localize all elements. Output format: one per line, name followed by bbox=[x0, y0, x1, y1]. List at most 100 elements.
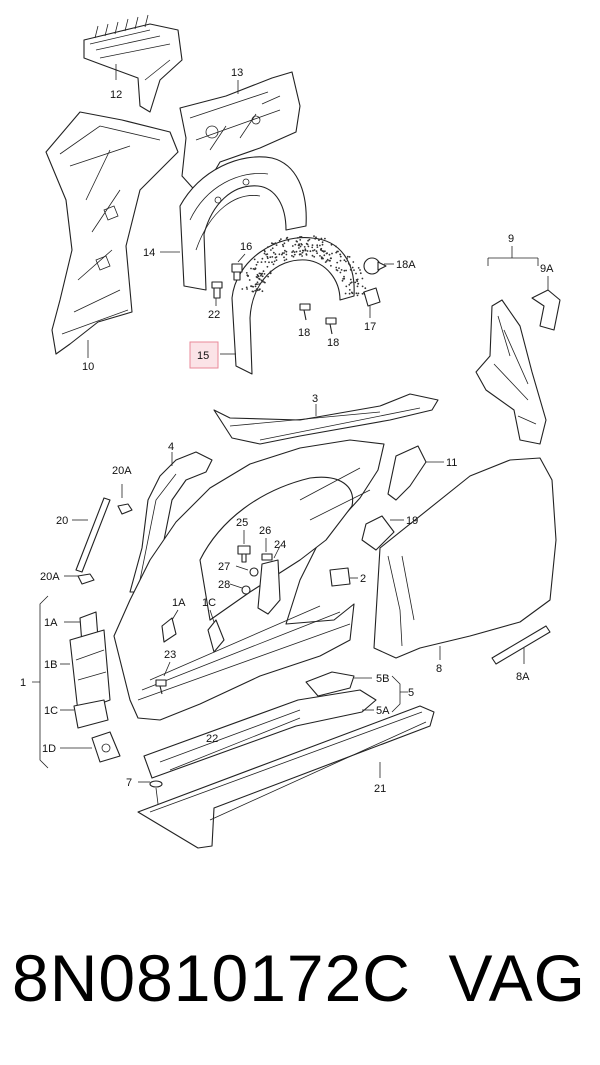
clip-17 bbox=[363, 287, 381, 307]
stipple-dot bbox=[299, 245, 302, 248]
stipple-dot bbox=[307, 239, 309, 242]
stipple-dot bbox=[303, 246, 306, 248]
stipple-dot bbox=[351, 266, 354, 269]
nut-27 bbox=[249, 567, 259, 577]
stipple-dot bbox=[275, 244, 278, 247]
stipple-dot bbox=[255, 288, 258, 291]
stipple-dot bbox=[313, 255, 316, 258]
stipple-dot bbox=[268, 261, 270, 264]
stipple-dot bbox=[258, 283, 260, 285]
stipple-dot bbox=[247, 275, 249, 277]
stipple-dot bbox=[256, 281, 259, 284]
stipple-dot bbox=[343, 275, 345, 278]
callout-9: 9 bbox=[508, 233, 514, 245]
stipple-dot bbox=[340, 269, 343, 271]
stipple-dot bbox=[346, 255, 349, 258]
part-1C bbox=[73, 699, 109, 729]
group-1-bracket bbox=[32, 595, 49, 769]
stipple-dot bbox=[262, 270, 265, 273]
stipple-dot bbox=[285, 250, 288, 253]
part-21 bbox=[137, 705, 435, 849]
callout-18-left: 18 bbox=[298, 327, 310, 339]
stipple-dot bbox=[347, 262, 350, 265]
stipple-dot bbox=[292, 250, 295, 252]
stipple-dot bbox=[321, 243, 324, 246]
stipple-dot bbox=[311, 254, 314, 257]
stipple-dot bbox=[348, 283, 351, 286]
stipple-dot bbox=[311, 246, 314, 249]
stipple-dot bbox=[324, 237, 326, 240]
stipple-dot bbox=[338, 267, 340, 269]
callout-labels: 12 13 14 16 18A 22 18 18 17 15 10 9 9A 3… bbox=[20, 67, 554, 795]
callout-1C: 1C bbox=[44, 705, 58, 717]
stipple-dot bbox=[270, 249, 272, 251]
stipple-dot bbox=[274, 242, 277, 245]
stipple-dot bbox=[291, 245, 294, 247]
callout-16: 16 bbox=[240, 241, 252, 253]
callout-18-right: 18 bbox=[327, 337, 339, 349]
stipple-dot bbox=[357, 292, 360, 295]
stipple-dot bbox=[241, 288, 244, 290]
stipple-dot bbox=[361, 285, 364, 288]
part-9A bbox=[531, 289, 561, 331]
stipple-dot bbox=[281, 252, 284, 255]
plug-18A bbox=[363, 257, 387, 275]
stipple-dot bbox=[275, 259, 278, 261]
stipple-dot bbox=[245, 272, 248, 274]
callout-27: 27 bbox=[218, 561, 230, 573]
part-19 bbox=[361, 515, 395, 551]
stipple-dot bbox=[292, 255, 295, 258]
stipple-dot bbox=[250, 267, 252, 270]
stipple-dot bbox=[328, 253, 331, 256]
stipple-dot bbox=[281, 253, 283, 256]
stipple-dot bbox=[298, 236, 301, 239]
stipple-dot bbox=[349, 278, 352, 281]
side-frame bbox=[113, 439, 385, 721]
stipple-dot bbox=[321, 241, 324, 244]
fastener-22-upper bbox=[211, 281, 223, 299]
stipple-dot bbox=[357, 282, 360, 285]
stipple-dot bbox=[344, 292, 347, 295]
stipple-dot bbox=[336, 250, 338, 253]
callout-5B: 5B bbox=[376, 673, 389, 685]
callout-1: 1 bbox=[20, 677, 26, 689]
stipple-dot bbox=[349, 282, 352, 284]
stipple-dot bbox=[258, 277, 260, 280]
stipple-dot bbox=[271, 256, 274, 258]
part-11 bbox=[387, 445, 427, 501]
stipple-dot bbox=[266, 253, 269, 256]
stipple-dot bbox=[335, 266, 338, 269]
stipple-dot bbox=[308, 238, 311, 241]
callout-26: 26 bbox=[259, 525, 271, 537]
callout-7: 7 bbox=[126, 777, 132, 789]
stipple-dot bbox=[326, 252, 328, 255]
stipple-dot bbox=[348, 289, 351, 291]
callout-20A-top: 20A bbox=[112, 465, 132, 477]
part-10 bbox=[45, 111, 179, 355]
stipple-dot bbox=[263, 252, 266, 255]
part-1D bbox=[91, 731, 121, 763]
stipple-dot bbox=[267, 246, 269, 248]
stipple-dot bbox=[263, 281, 265, 283]
stipple-dot bbox=[335, 245, 337, 248]
stipple-dot bbox=[350, 291, 353, 294]
stipple-dot bbox=[346, 257, 348, 260]
part-1A-right bbox=[161, 617, 177, 643]
stipple-dot bbox=[316, 252, 318, 255]
stipple-dot bbox=[287, 239, 290, 242]
stipple-dot bbox=[299, 239, 302, 241]
stipple-dot bbox=[339, 253, 341, 256]
stipple-dot bbox=[309, 250, 312, 253]
stipple-dot bbox=[345, 260, 347, 263]
stipple-dot bbox=[361, 277, 364, 280]
stipple-dot bbox=[326, 258, 329, 261]
stipple-dot bbox=[348, 292, 351, 295]
stipple-dot bbox=[341, 279, 344, 282]
stipple-dot bbox=[263, 273, 266, 275]
part-1C-right bbox=[207, 619, 225, 653]
stipple-dot bbox=[261, 272, 264, 275]
stipple-dot bbox=[254, 267, 257, 270]
stipple-dot bbox=[301, 251, 304, 254]
part-3 bbox=[213, 393, 439, 445]
